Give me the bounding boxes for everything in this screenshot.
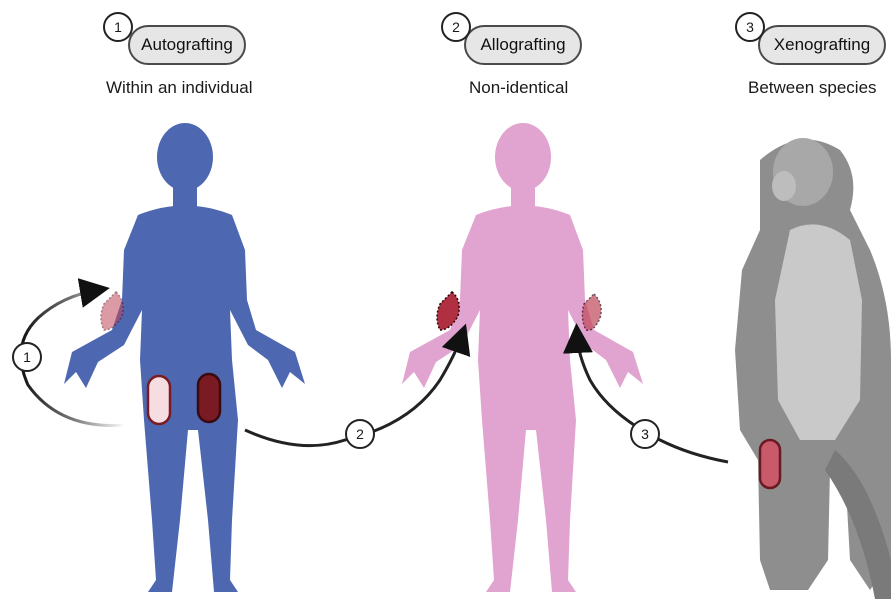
monkey-graft (760, 440, 780, 488)
human-figure-pink (402, 123, 643, 592)
autografting-label: Autografting (141, 35, 233, 54)
graft-dark (198, 374, 220, 422)
allografting-label: Allografting (480, 35, 565, 54)
arrow-1-badge: 1 (12, 342, 42, 372)
xenograft-recipient-site (582, 294, 601, 330)
xenografting-subtitle: Between species (748, 78, 877, 98)
autografting-subtitle: Within an individual (106, 78, 252, 98)
xenografting-pill: Xenografting (758, 25, 886, 65)
human-figure-blue (64, 123, 305, 592)
xenografting-number-badge: 3 (735, 12, 765, 42)
autografting-pill: Autografting (128, 25, 246, 65)
arrow-2-badge: 2 (345, 419, 375, 449)
autografting-number-badge: 1 (103, 12, 133, 42)
xenografting-label: Xenografting (774, 35, 870, 54)
allografting-pill: Allografting (464, 25, 582, 65)
monkey-figure (735, 138, 891, 599)
arrow-3-badge: 3 (630, 419, 660, 449)
allografting-subtitle: Non-identical (469, 78, 568, 98)
graft-light (148, 376, 170, 424)
allografting-number-badge: 2 (441, 12, 471, 42)
